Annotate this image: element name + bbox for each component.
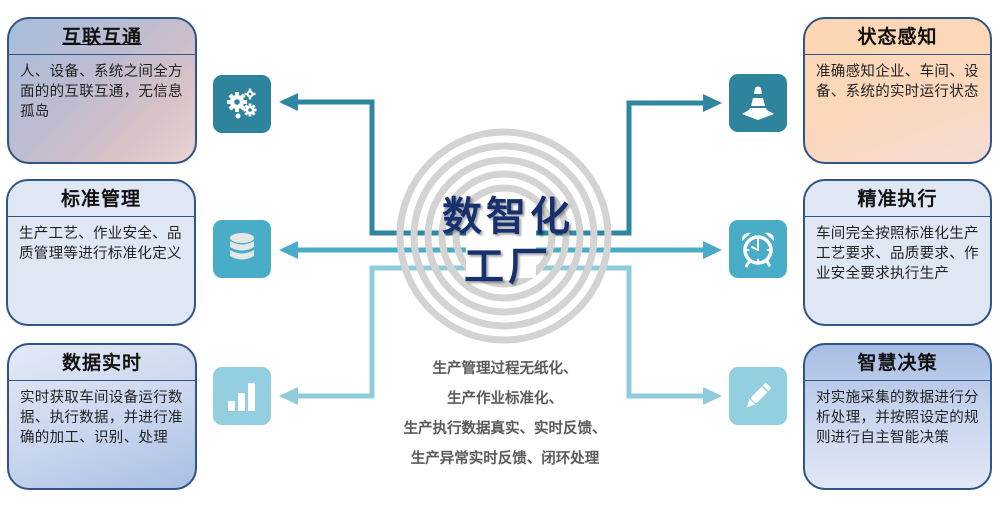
arrowhead-top-right	[703, 94, 722, 112]
arrowhead-mid-right	[703, 241, 722, 259]
concentric-rings	[396, 128, 612, 344]
card-precise-execution: 精准执行 车间完全按照标准化生产工艺要求、品质要求、作业安全要求执行生产	[803, 179, 992, 326]
card-title: 数据实时	[9, 345, 195, 381]
center-title-line2: 工厂	[464, 244, 552, 290]
card-body: 对实施采集的数据进行分析处理，并按照设定的规则进行自主智能决策	[816, 390, 979, 446]
card-body: 车间完全按照标准化生产工艺要求、品质要求、作业安全要求执行生产	[816, 226, 979, 282]
alarm-clock-icon	[729, 220, 787, 278]
card-title: 状态感知	[805, 19, 990, 55]
card-body: 实时获取车间设备运行数据、执行数据，并进行准确的加工、识别、处理	[20, 390, 183, 446]
summary-list: 生产管理过程无纸化、 生产作业标准化、 生产执行数据真实、实时反馈、 生产异常实…	[360, 354, 650, 474]
summary-item: 生产管理过程无纸化、	[432, 361, 578, 377]
arrowhead-bottom-left	[279, 387, 298, 405]
card-status-awareness: 状态感知 准确感知企业、车间、设备、系统的实时运行状态	[803, 17, 992, 164]
traffic-cone-icon	[729, 74, 787, 132]
card-title: 精准执行	[805, 181, 990, 217]
card-body: 生产工艺、作业安全、品质管理等进行标准化定义	[19, 226, 182, 262]
center-title-line1: 数智化	[442, 194, 574, 240]
card-realtime-data: 数据实时 实时获取车间设备运行数据、执行数据，并进行准确的加工、识别、处理	[7, 343, 197, 490]
card-smart-decision: 智慧决策 对实施采集的数据进行分析处理，并按照设定的规则进行自主智能决策	[803, 343, 992, 490]
arrowhead-bottom-right	[703, 387, 722, 405]
arrowhead-top-left	[279, 93, 298, 111]
bar-chart-icon	[213, 367, 271, 425]
database-icon	[213, 220, 271, 278]
summary-item: 生产异常实时反馈、闭环处理	[410, 451, 600, 467]
card-title: 智慧决策	[805, 345, 990, 381]
gears-icon	[213, 75, 271, 133]
card-interconnect: 互联互通 人、设备、系统之间全方面的的互联互通，无信息孤岛	[7, 17, 197, 164]
card-title: 标准管理	[8, 181, 194, 217]
pencil-icon	[729, 367, 787, 425]
arrowhead-mid-left	[279, 241, 298, 259]
summary-item: 生产执行数据真实、实时反馈、	[403, 421, 607, 437]
card-title: 互联互通	[9, 19, 195, 55]
title-backdrop	[466, 226, 536, 278]
card-body: 准确感知企业、车间、设备、系统的实时运行状态	[816, 64, 979, 100]
summary-item: 生产作业标准化、	[447, 391, 563, 407]
card-body: 人、设备、系统之间全方面的的互联互通，无信息孤岛	[20, 64, 183, 120]
card-standard-management: 标准管理 生产工艺、作业安全、品质管理等进行标准化定义	[6, 179, 196, 326]
